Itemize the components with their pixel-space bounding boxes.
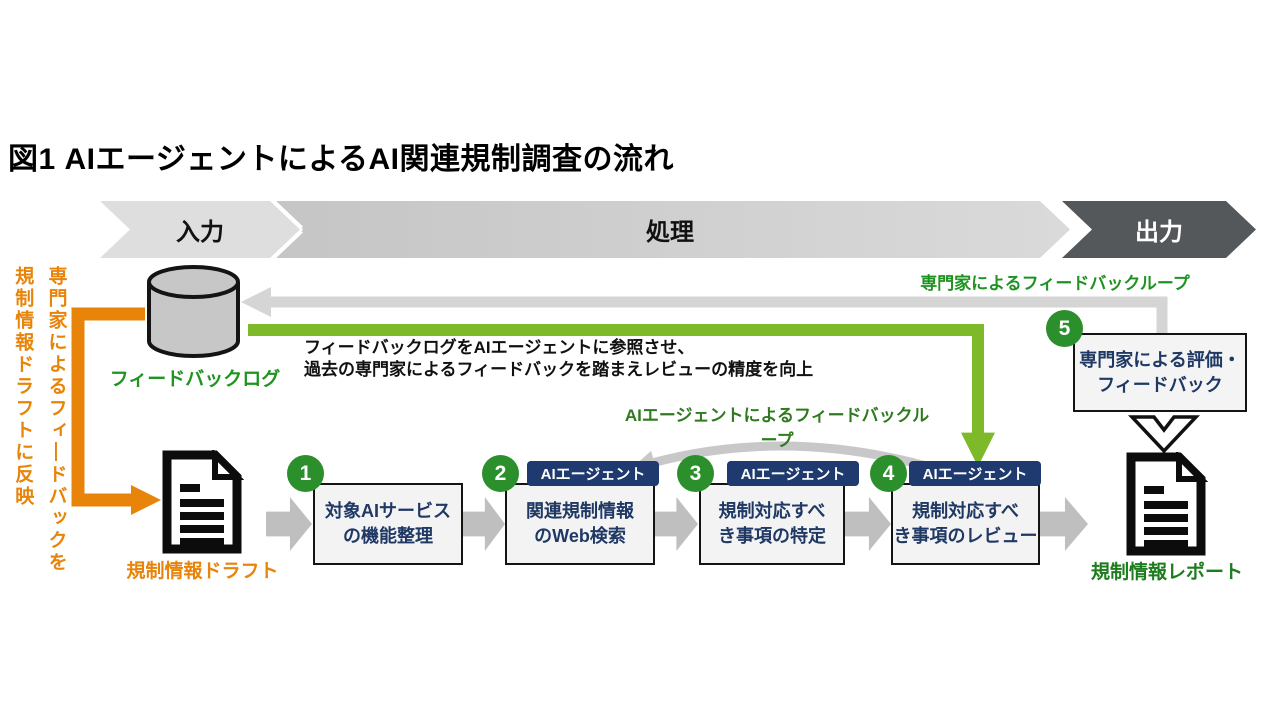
- step-number-2: 2: [482, 455, 519, 492]
- agent-tag-step4: AIエージェント: [909, 461, 1041, 486]
- expert-reflection-note-line1: 専門家によるフィ―ドバックを: [45, 266, 67, 574]
- feedback-log-cylinder-icon: [147, 265, 240, 358]
- expert-feedback-loop-arrow: [241, 287, 1168, 333]
- expert-to-draft-arrow: [71, 307, 161, 515]
- log-usage-note-line1: フィードバックログをAIエージェントに参照させ、: [304, 338, 695, 357]
- banner-output-label: 出力: [1135, 219, 1183, 246]
- flow-arrow-2: [463, 497, 505, 551]
- step-box-3: 規制対応すべ き事項の特定: [699, 483, 845, 565]
- report-document-label: 規制情報レポート: [1090, 562, 1243, 583]
- step-3-label-line1: 規制対応すべ: [718, 500, 826, 521]
- expert-loop-label: 専門家によるフィードバックループ: [920, 274, 1190, 293]
- step-4-label-line1: 規制対応すべ: [912, 500, 1019, 521]
- step-4-label-line2: き事項のレビュー: [893, 526, 1038, 546]
- step-1-label-line1: 対象AIサービス: [325, 500, 451, 521]
- log-usage-note: フィードバックログをAIエージェントに参照させ、 過去の専門家によるフィードバッ…: [304, 337, 813, 382]
- step-box-4: 規制対応すべ き事項のレビュー: [891, 483, 1040, 565]
- step-2-label-line1: 関連規制情報: [526, 500, 634, 521]
- banner-input-label: 入力: [176, 219, 224, 246]
- flow-arrow-1: [266, 497, 312, 551]
- step-5-label-line2: フィードバック: [1097, 374, 1223, 395]
- step-number-1: 1: [287, 455, 324, 492]
- banner-input-shape: 入力: [100, 201, 300, 258]
- draft-document-icon: [162, 450, 244, 554]
- banner-output-shape: 出力: [1062, 201, 1256, 258]
- step-2-label-line2: のWeb検索: [534, 526, 626, 546]
- figure-title: 図1 AIエージェントによるAI関連規制調査の流れ: [8, 143, 675, 176]
- step-3-label-line2: き事項の特定: [718, 526, 826, 546]
- banner-input-chevron: 入力: [100, 201, 300, 258]
- banner-process-chevron: 処理: [270, 201, 1070, 258]
- flow-arrow-3: [653, 497, 698, 551]
- step-number-5: 5: [1046, 310, 1083, 347]
- expert-reflection-note: 専門家によるフィ―ドバックを 規制情報ドラフトに反映: [6, 266, 73, 576]
- down-chevron-arrow-icon: [1128, 415, 1200, 454]
- draft-document-label: 規制情報ドラフト: [126, 561, 279, 582]
- step-1-label-line2: の機能整理: [343, 526, 433, 546]
- step-number-4: 4: [870, 455, 907, 492]
- agent-tag-step2: AIエージェント: [527, 461, 659, 486]
- expert-reflection-note-line2: 規制情報ドラフトに反映: [12, 266, 34, 508]
- step-box-5: 専門家による評価・ フィードバック: [1073, 333, 1247, 412]
- step-number-3: 3: [677, 455, 714, 492]
- agent-tag-step3: AIエージェント: [727, 461, 859, 486]
- feedback-log-label: フィードバックログ: [109, 369, 281, 390]
- banner-output-chevron: 出力: [1062, 201, 1256, 258]
- log-usage-note-line2: 過去の専門家によるフィードバックを踏まえレビューの精度を向上: [304, 360, 814, 380]
- flow-arrow-5: [1040, 497, 1088, 551]
- banner-process-label: 処理: [646, 219, 694, 246]
- report-document-icon: [1126, 452, 1208, 556]
- agent-loop-label: AIエージェントによるフィードバックループ: [624, 406, 930, 450]
- flow-arrow-4: [845, 497, 891, 551]
- step-box-1: 対象AIサービス の機能整理: [313, 483, 463, 565]
- step-5-label-line1: 専門家による評価・: [1079, 350, 1241, 371]
- step-box-2: 関連規制情報 のWeb検索: [505, 483, 655, 565]
